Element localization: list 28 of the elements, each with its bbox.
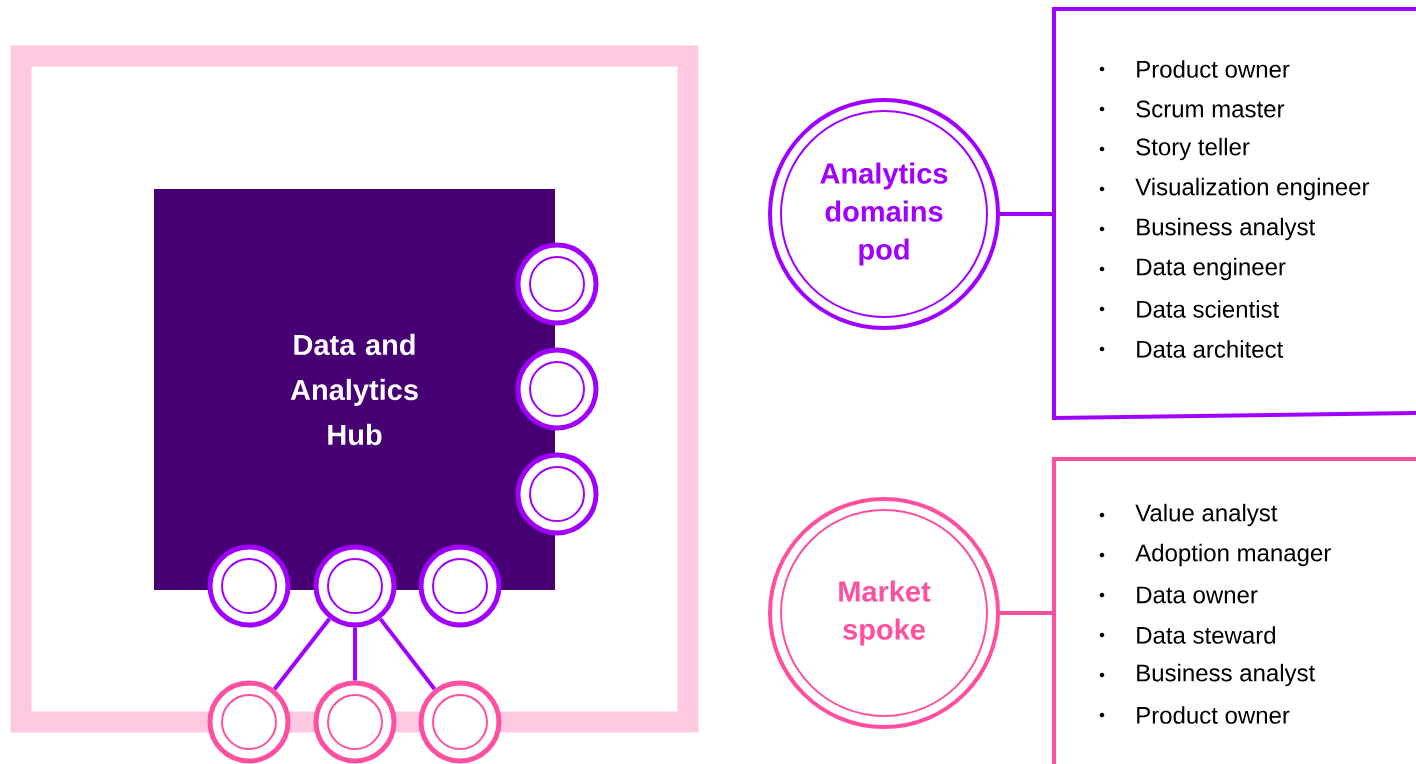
list-item: Adoption manager <box>1099 543 1331 567</box>
list-item: Business analyst <box>1099 217 1316 241</box>
ring-circle <box>418 544 502 628</box>
ring-circle <box>207 544 291 628</box>
list-item: Data steward <box>1099 626 1275 644</box>
connector-line <box>272 617 332 691</box>
ring-circle <box>313 680 397 764</box>
list-item: Value analyst <box>1099 503 1278 527</box>
list-item: Data architect <box>1099 340 1284 358</box>
ring-circle <box>207 680 291 764</box>
ring-circle <box>515 242 599 326</box>
connector-line <box>1000 611 1054 615</box>
list-item: Story teller <box>1099 137 1250 161</box>
ring-circle <box>515 452 599 536</box>
ring-circle <box>313 544 397 628</box>
list-item: Business analyst <box>1099 663 1316 687</box>
list-item: Data engineer <box>1099 257 1286 281</box>
connector-line <box>353 627 357 681</box>
connector-line <box>1000 212 1054 216</box>
list-item: Product owner <box>1099 60 1290 78</box>
list-item: Data owner <box>1099 586 1258 604</box>
list-item: Scrum master <box>1099 100 1285 118</box>
ring-circle <box>418 680 502 764</box>
list-item: Product owner <box>1099 706 1290 724</box>
list-item: Data scientist <box>1099 300 1280 318</box>
connector-line <box>378 617 437 691</box>
ring-circle <box>515 347 599 431</box>
list-item: Visualization engineer <box>1099 177 1370 201</box>
